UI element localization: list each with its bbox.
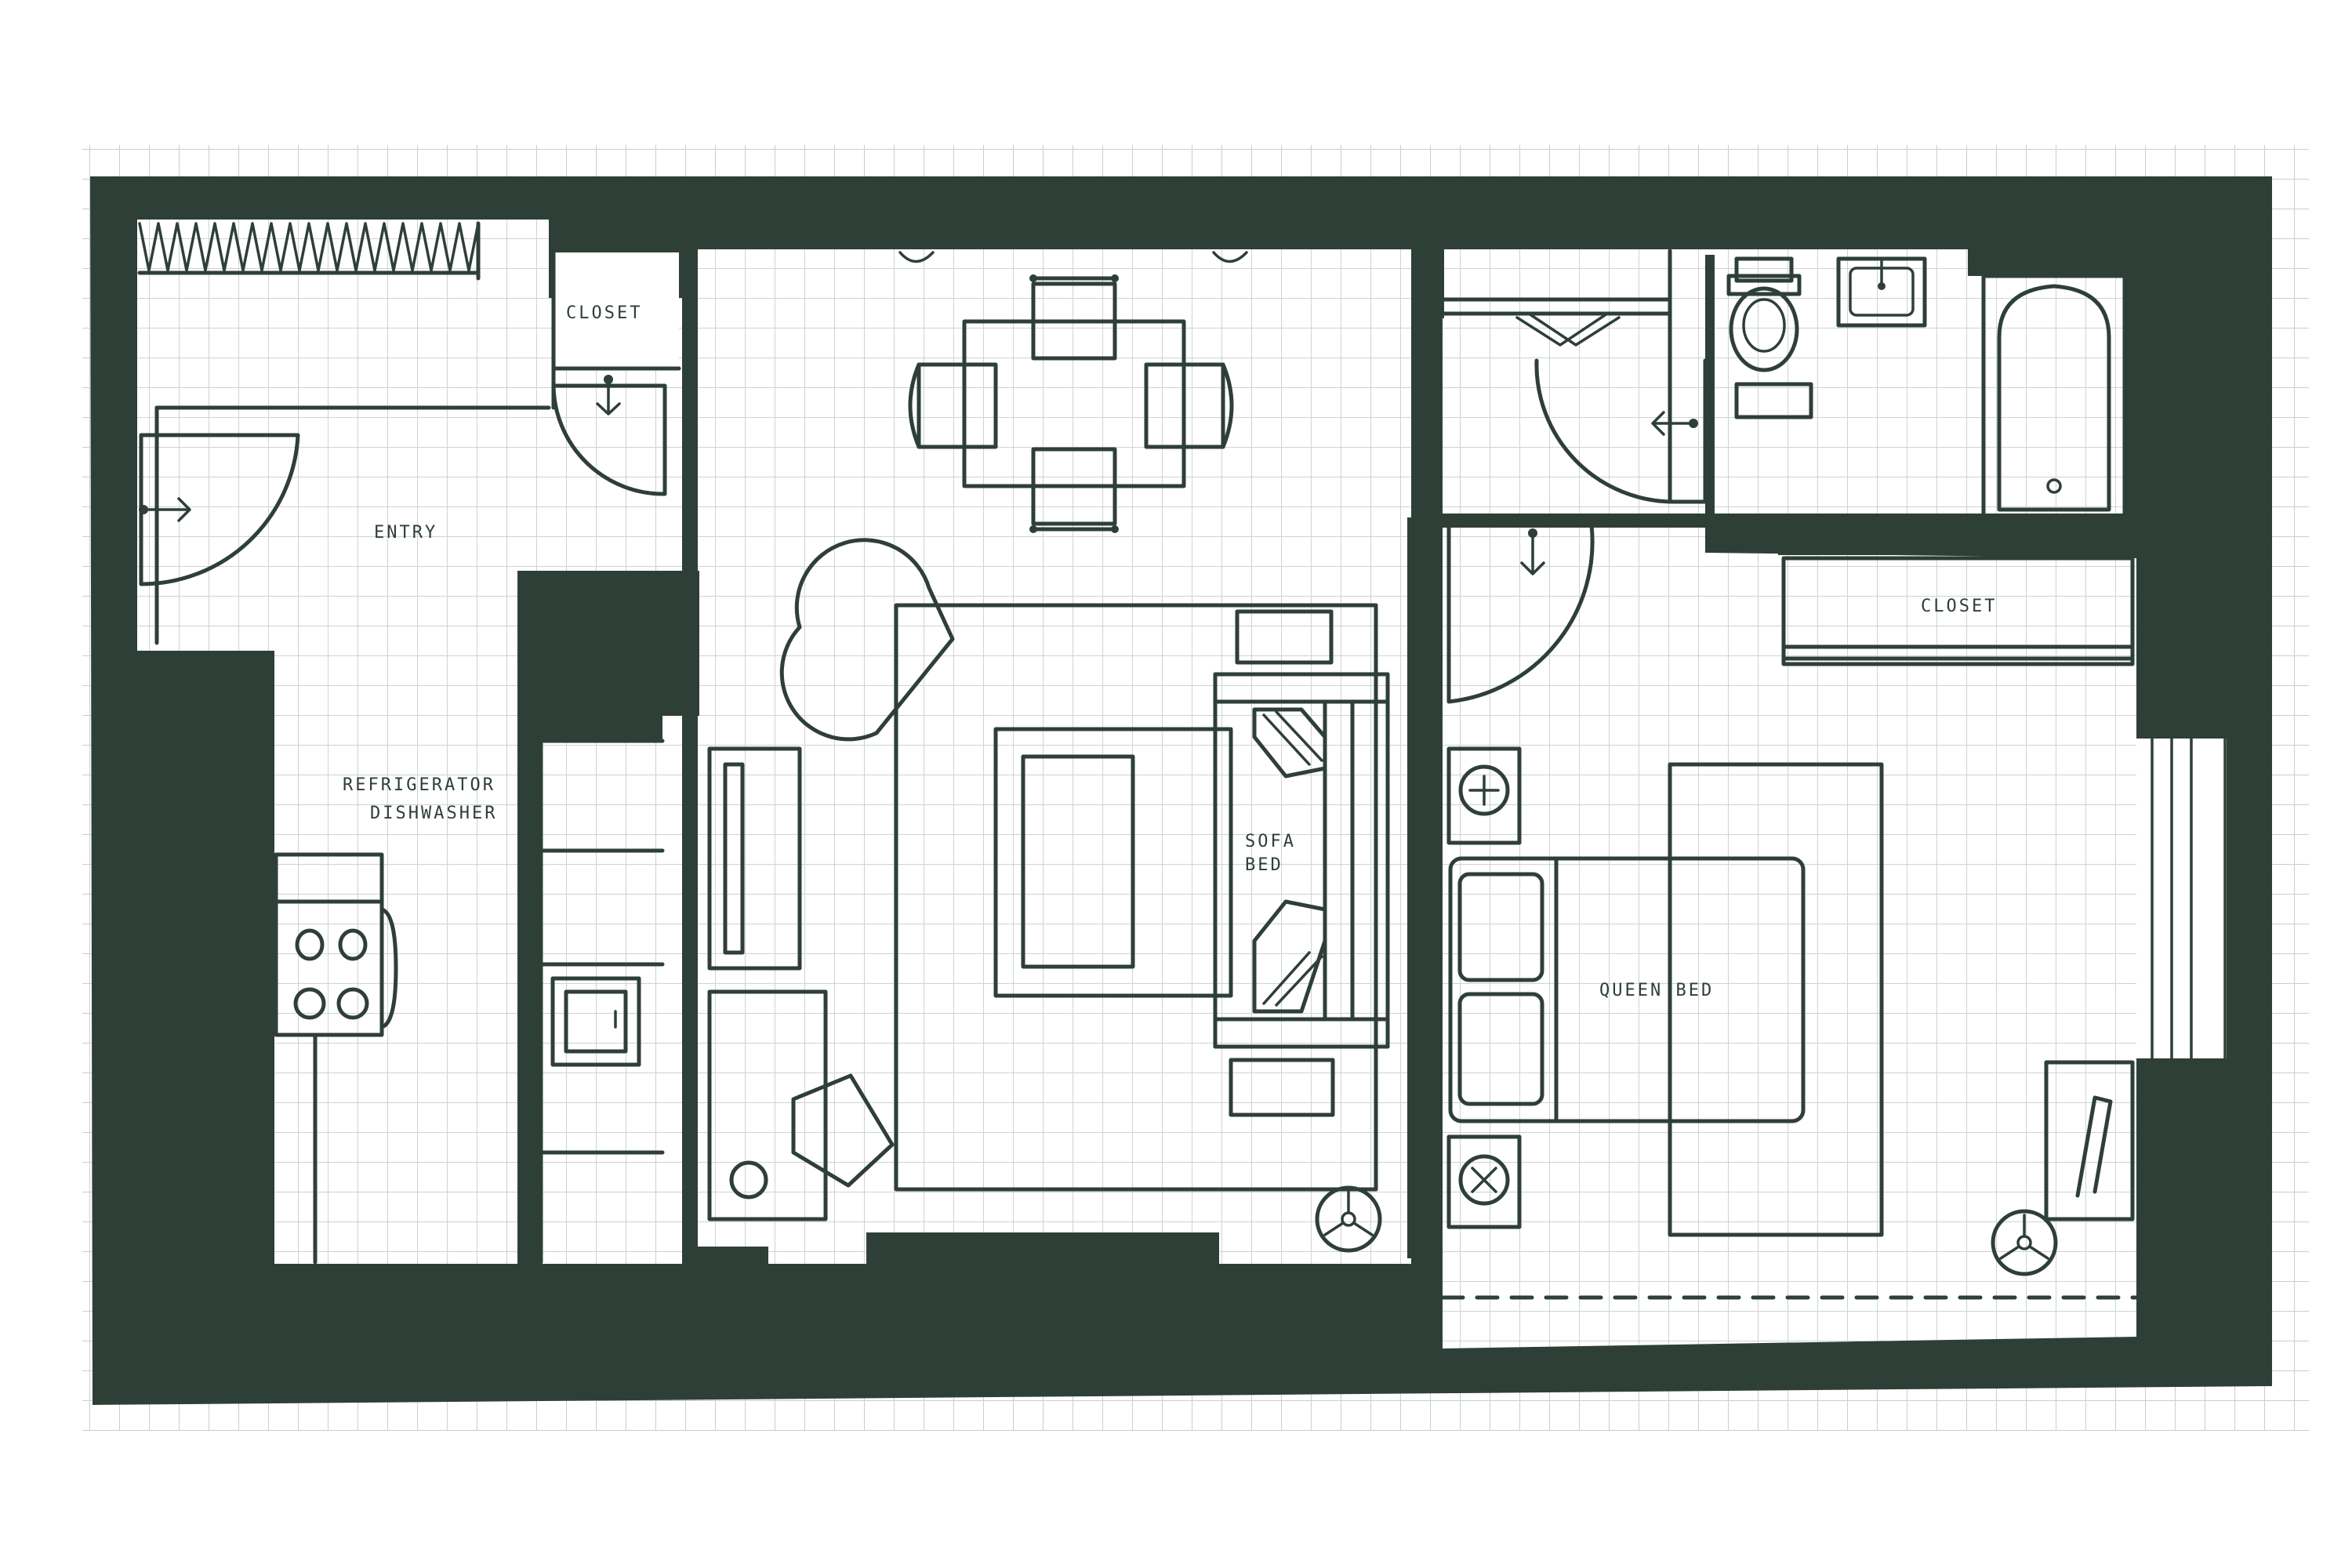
stove-icon xyxy=(274,852,398,1037)
arrow-icon xyxy=(139,497,191,522)
bedroom: CLOSET QUEEN BED xyxy=(1440,523,2139,1300)
dining-chair xyxy=(1029,274,1119,361)
fan-icon xyxy=(1315,1185,1382,1253)
closet-entry: CLOSET xyxy=(551,250,681,496)
dining-chair xyxy=(1144,362,1234,449)
queen-bed-label: QUEEN BED xyxy=(1599,981,1714,1000)
entry-label: ENTRY xyxy=(374,523,437,543)
sofa-bed: SOFA BED xyxy=(1213,672,1390,1049)
hall xyxy=(1442,249,1708,504)
bathtub xyxy=(1981,274,2127,521)
arrow-icon xyxy=(1520,528,1545,575)
fan-icon xyxy=(1446,746,1522,845)
bathroom xyxy=(1726,256,2127,521)
dishwasher-label: DISHWASHER xyxy=(370,804,497,823)
closet-bedroom-label: CLOSET xyxy=(1921,597,1997,616)
arrow-icon xyxy=(1651,411,1698,436)
refrigerator-label: REFRIGERATOR xyxy=(343,775,495,795)
living-room: SOFA BED xyxy=(707,538,1390,1253)
sink-icon xyxy=(550,976,641,1067)
sofa-label: SOFA xyxy=(1245,832,1296,851)
kitchen: REFRIGERATOR DISHWASHER xyxy=(274,739,665,1265)
fan-icon xyxy=(1991,1209,2058,1276)
sofa-bed-label: BED xyxy=(1245,855,1283,875)
bedroom-window xyxy=(2136,737,2227,1060)
sink-icon xyxy=(1836,256,1927,328)
dining-table xyxy=(898,251,1248,533)
dining-chair xyxy=(908,362,998,449)
entry-door: ENTRY xyxy=(139,405,551,645)
dining-chair xyxy=(1029,447,1119,533)
toilet-icon xyxy=(1726,256,1802,372)
queen-bed: QUEEN BED xyxy=(1448,856,1806,1123)
interior-walls xyxy=(137,249,2272,1341)
closet-entry-label: CLOSET xyxy=(566,303,642,323)
arrow-icon xyxy=(596,375,621,416)
entry-closet-shelf xyxy=(137,221,481,281)
fan-icon xyxy=(1446,1134,1522,1229)
